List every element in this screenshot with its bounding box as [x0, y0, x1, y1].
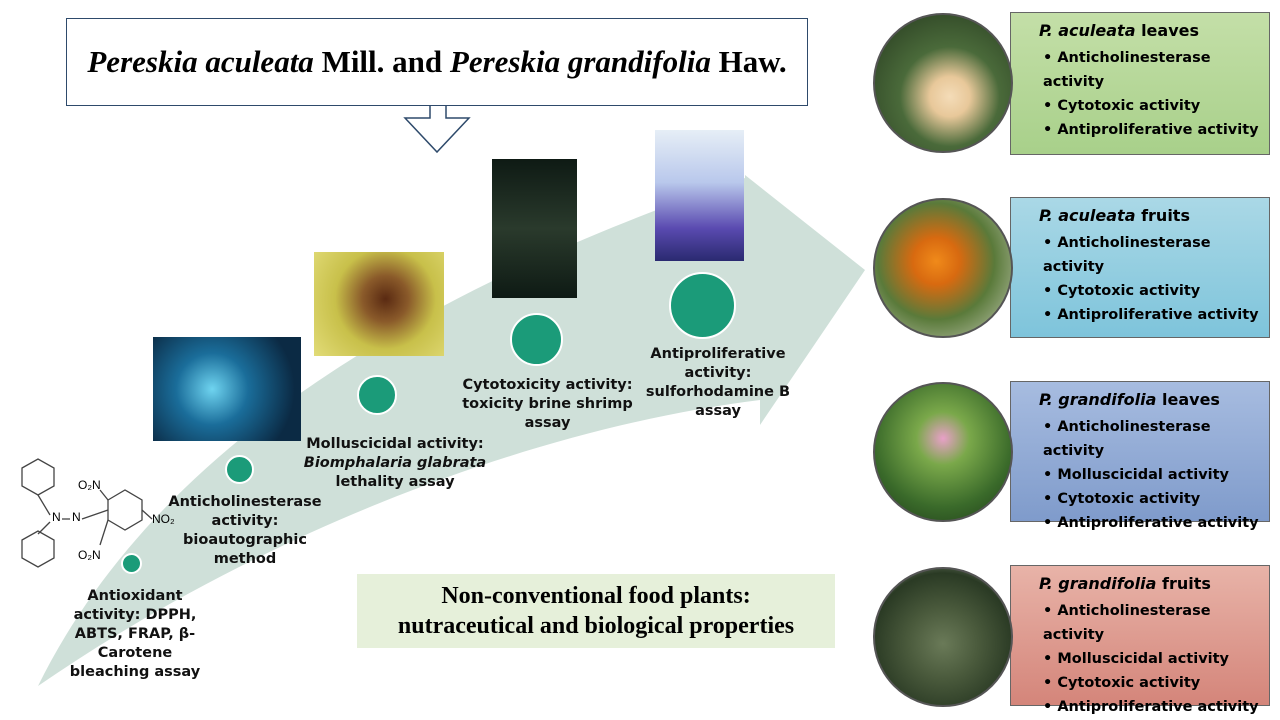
dpph-structure	[21, 458, 153, 568]
panel-part: fruits	[1135, 206, 1190, 225]
label-line: Antiproliferative	[650, 346, 786, 362]
title-species-2: Pereskia grandifolia	[449, 44, 711, 79]
label-line: method	[213, 551, 277, 567]
label-line: Anticholinesterase	[168, 494, 322, 510]
activity-item: Antiproliferative activity	[1057, 699, 1259, 715]
label-line: Molluscicidal activity:	[306, 436, 484, 452]
summary-line: Non-conventional food plants:	[441, 583, 751, 609]
activity-item: Anticholinesterase activity	[1043, 235, 1211, 275]
step-dot-antioxidant	[121, 553, 142, 574]
step-label-antioxidant: Antioxidant activity: DPPH, ABTS, FRAP, β-…	[60, 587, 210, 682]
brine-shrimp-image	[492, 159, 577, 298]
nitro-group-bottom: O₂N	[78, 548, 101, 562]
nitro-group-right: NO₂	[152, 512, 175, 526]
panel-grandifolia-leaves: P. grandifolia leaves • Anticholinestera…	[1010, 381, 1270, 531]
panel-species: P. grandifolia	[1039, 390, 1157, 409]
step-label-anticholinesterase: Anticholinesterase activity: bioautographi…	[160, 493, 330, 569]
label-line: bioautographic	[183, 532, 307, 548]
panel-species: P. grandifolia	[1039, 574, 1157, 593]
label-line: toxicity brine shrimp	[462, 396, 633, 412]
title-species-1: Pereskia aculeata	[87, 44, 314, 79]
label-line: assay	[524, 415, 571, 431]
aculeata-fruits-photo	[873, 198, 1013, 338]
panel-grandifolia-fruits: P. grandifolia fruits • Anticholinestera…	[1010, 565, 1270, 715]
acetylcholinesterase-image	[153, 337, 301, 441]
panel-part: fruits	[1156, 574, 1211, 593]
nitrogen-radical-label: N	[72, 510, 81, 524]
panel-aculeata-leaves: P. aculeata leaves • Anticholinesterase …	[1010, 12, 1270, 155]
activity-item: Cytotoxic activity	[1057, 98, 1201, 114]
curved-progress-arrow	[38, 175, 865, 686]
step-dot-anticholinesterase	[225, 455, 254, 484]
nitrogen-label: N	[52, 510, 61, 524]
grandifolia-fruits-photo	[873, 567, 1013, 707]
activity-item: Anticholinesterase activity	[1043, 419, 1211, 459]
label-line: Biomphalaria glabrata	[303, 455, 487, 471]
panel-aculeata-fruits: P. aculeata fruits • Anticholinesterase …	[1010, 197, 1270, 338]
step-dot-molluscicidal	[357, 375, 397, 415]
panel-species: P. aculeata	[1039, 206, 1136, 225]
summary-box: Non-conventional food plants: nutraceuti…	[357, 574, 835, 648]
activity-item: Anticholinesterase activity	[1043, 50, 1211, 90]
step-label-antiproliferative: Antiproliferative activity: sulforhodamine…	[638, 345, 798, 421]
activity-item: Cytotoxic activity	[1057, 491, 1201, 507]
label-line: Carotene	[97, 645, 173, 661]
step-dot-cytotoxicity	[510, 313, 563, 366]
label-line: lethality assay	[335, 474, 455, 490]
label-line: assay	[695, 403, 741, 419]
down-arrow-icon	[403, 104, 471, 154]
activity-item: Cytotoxic activity	[1057, 675, 1201, 691]
step-label-molluscicidal: Molluscicidal activity: Biomphalaria glab…	[300, 435, 490, 492]
microplate-image	[655, 130, 744, 261]
label-line: Cytotoxicity activity:	[462, 377, 633, 393]
label-line: ABTS, FRAP, β-	[74, 626, 196, 642]
activity-item: Antiproliferative activity	[1057, 122, 1259, 138]
label-line: bleaching assay	[69, 664, 201, 680]
panel-species: P. aculeata	[1039, 21, 1136, 40]
label-line: Antioxidant	[87, 588, 183, 604]
activity-item: Molluscicidal activity	[1057, 651, 1230, 667]
panel-part: leaves	[1135, 21, 1200, 40]
title-text: Haw.	[710, 44, 787, 79]
snail-image	[314, 252, 444, 356]
label-line: activity:	[211, 513, 279, 529]
activity-item: Cytotoxic activity	[1057, 283, 1201, 299]
nitro-group-top: O₂N	[78, 478, 101, 492]
panel-part: leaves	[1156, 390, 1220, 409]
grandifolia-leaves-photo	[873, 382, 1013, 522]
activity-item: Antiproliferative activity	[1057, 515, 1259, 531]
page-title: Pereskia aculeata Mill. and Pereskia gra…	[66, 18, 808, 106]
summary-line: nutraceutical and biological properties	[397, 613, 795, 639]
label-line: activity: DPPH,	[73, 607, 197, 623]
activity-item: Molluscicidal activity	[1057, 467, 1230, 483]
activity-item: Antiproliferative activity	[1057, 307, 1259, 323]
step-dot-antiproliferative	[669, 272, 736, 339]
label-line: activity:	[684, 365, 752, 381]
aculeata-leaves-photo	[873, 13, 1013, 153]
activity-item: Anticholinesterase activity	[1043, 603, 1211, 643]
label-line: sulforhodamine B	[645, 384, 791, 400]
step-label-cytotoxicity: Cytotoxicity activity: toxicity brine shr…	[455, 376, 640, 433]
title-text: Mill. and	[313, 44, 450, 79]
